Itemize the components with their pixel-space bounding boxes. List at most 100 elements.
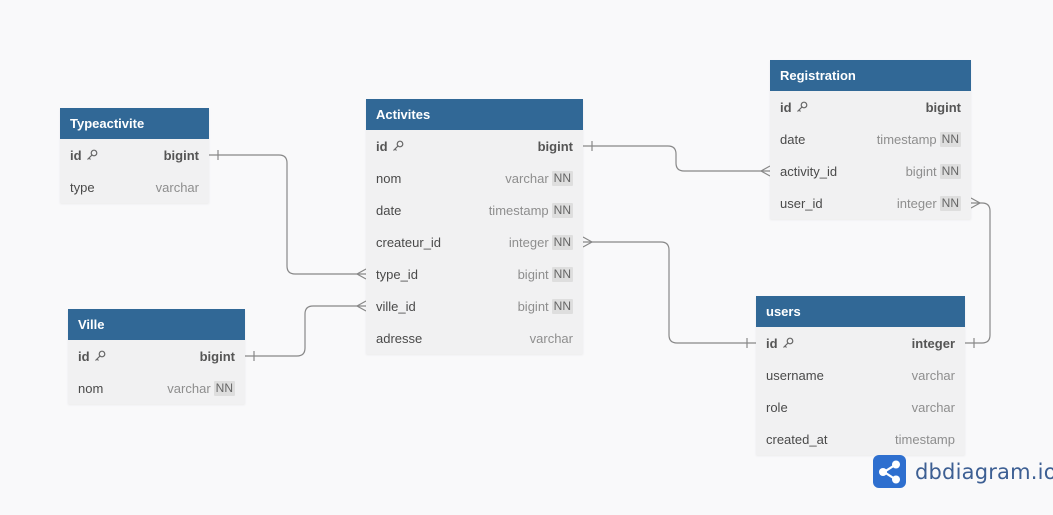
- many-marker: [759, 165, 771, 177]
- field-name: username: [766, 368, 912, 383]
- field-row-id[interactable]: id bigint: [60, 139, 209, 171]
- many-marker: [970, 197, 982, 209]
- field-type: varchar: [529, 330, 573, 346]
- field-row-adresse[interactable]: adresse varchar: [366, 322, 583, 354]
- field-name: nom: [78, 381, 167, 396]
- field-type: varchar: [505, 170, 549, 186]
- key-icon: [782, 337, 793, 348]
- field-name-text: activity_id: [780, 163, 838, 179]
- rel-typeactivite-activites: [209, 154, 366, 275]
- field-name-text: nom: [376, 170, 402, 186]
- not-null-badge: NN: [213, 380, 235, 396]
- field-type: bigint: [517, 298, 549, 314]
- field-row-id[interactable]: id bigint: [366, 130, 583, 162]
- field-name-text: id: [780, 99, 792, 115]
- dbdiagram-logo-icon: [873, 455, 906, 488]
- field-name-text: created_at: [766, 431, 828, 447]
- field-type: integer: [911, 335, 955, 351]
- field-name-text: date: [780, 131, 806, 147]
- not-null-badge: NN: [939, 131, 961, 147]
- field-name: role: [766, 400, 912, 415]
- field-type: timestamp: [876, 131, 937, 147]
- field-name: date: [780, 132, 877, 147]
- key-icon: [796, 101, 807, 112]
- field-name: id: [70, 148, 164, 163]
- table-header[interactable]: Activites: [366, 99, 583, 130]
- not-null-badge: NN: [939, 195, 961, 211]
- table-header[interactable]: Registration: [770, 60, 971, 91]
- field-name-text: username: [766, 367, 824, 383]
- many-marker: [355, 268, 367, 280]
- field-type: varchar: [911, 367, 955, 383]
- not-null-badge: NN: [551, 266, 573, 282]
- field-name-text: id: [766, 335, 778, 351]
- field-name-text: ville_id: [376, 298, 416, 314]
- field-name: date: [376, 203, 489, 218]
- field-name: activity_id: [780, 164, 906, 179]
- field-name-text: type: [70, 179, 95, 195]
- field-type: bigint: [199, 348, 235, 364]
- field-name: adresse: [376, 331, 530, 346]
- not-null-badge: NN: [551, 234, 573, 250]
- not-null-badge: NN: [551, 298, 573, 314]
- brand-name: dbdiagram.io: [915, 459, 1053, 484]
- field-type: timestamp: [488, 202, 549, 218]
- not-null-badge: NN: [551, 202, 573, 218]
- field-name-text: adresse: [376, 330, 423, 346]
- key-icon: [94, 350, 105, 361]
- many-marker: [355, 300, 367, 312]
- field-name-text: type_id: [376, 266, 418, 282]
- field-name: id: [376, 139, 538, 154]
- field-name: type: [70, 180, 156, 195]
- field-type: bigint: [537, 138, 573, 154]
- field-type: integer: [508, 234, 549, 250]
- key-icon: [392, 140, 403, 151]
- key-icon: [86, 149, 97, 160]
- table-header[interactable]: Ville: [68, 309, 245, 340]
- rel-users-registration: [965, 202, 991, 344]
- field-name: created_at: [766, 432, 895, 447]
- field-row-username[interactable]: username varchar: [756, 359, 965, 391]
- table-typeactivite[interactable]: Typeactivite id bigint type varchar: [60, 108, 209, 203]
- field-type: integer: [896, 195, 937, 211]
- field-name-text: id: [70, 147, 82, 163]
- field-name-text: id: [78, 348, 90, 364]
- field-name-text: nom: [78, 380, 104, 396]
- field-name-text: date: [376, 202, 402, 218]
- table-header[interactable]: Typeactivite: [60, 108, 209, 139]
- rel-users-activites: [583, 241, 756, 344]
- brand-logo[interactable]: dbdiagram.io: [873, 455, 1053, 488]
- field-name: user_id: [780, 196, 897, 211]
- not-null-badge: NN: [939, 163, 961, 179]
- field-type: bigint: [163, 147, 199, 163]
- field-name: type_id: [376, 267, 518, 282]
- field-name-text: user_id: [780, 195, 823, 211]
- table-header[interactable]: users: [756, 296, 965, 327]
- field-type: varchar: [155, 179, 199, 195]
- field-type: bigint: [517, 266, 549, 282]
- field-row-id[interactable]: id bigint: [770, 91, 971, 123]
- field-row-id[interactable]: id integer: [756, 327, 965, 359]
- field-name: id: [780, 100, 926, 115]
- field-name-text: id: [376, 138, 388, 154]
- many-marker: [582, 236, 594, 248]
- field-type: bigint: [925, 99, 961, 115]
- field-row-type[interactable]: type varchar: [60, 171, 209, 203]
- field-row-id[interactable]: id bigint: [68, 340, 245, 372]
